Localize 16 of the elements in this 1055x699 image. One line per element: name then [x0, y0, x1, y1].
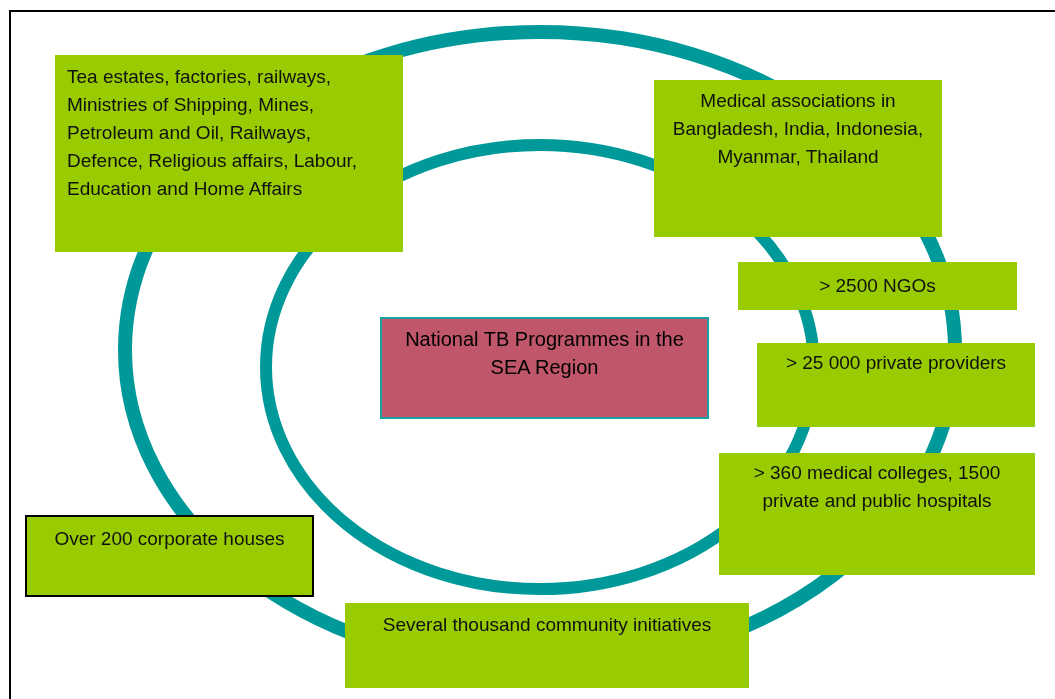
box-text: National TB Programmes in the SEA Region — [404, 327, 685, 380]
stakeholder-box — [654, 80, 942, 237]
box-text: Several thousand community initiatives — [381, 613, 713, 637]
stakeholder-box — [757, 343, 1035, 427]
stakeholder-box — [738, 262, 1017, 310]
stakeholder-box — [719, 453, 1035, 575]
box-text: > 2500 NGOs — [818, 274, 937, 298]
box-text: Over 200 corporate houses — [53, 527, 286, 551]
box-text: > 360 medical colleges, 1500 private and public hospitals — [752, 461, 1002, 513]
stakeholder-box — [55, 55, 403, 252]
stakeholder-box — [25, 515, 314, 597]
box-text: Tea estates, factories, railways, Ministries of Shipping, Mines, Petroleum and Oil, Railways, Defence, Religious affairs, Labour, Education and Home Affairs — [67, 65, 359, 201]
box-text: > 25 000 private providers — [784, 351, 1008, 375]
stakeholder-box — [345, 603, 749, 688]
central-box — [380, 317, 709, 419]
box-text: Medical associations in Bangladesh, India, Indonesia, Myanmar, Thailand — [671, 89, 925, 169]
